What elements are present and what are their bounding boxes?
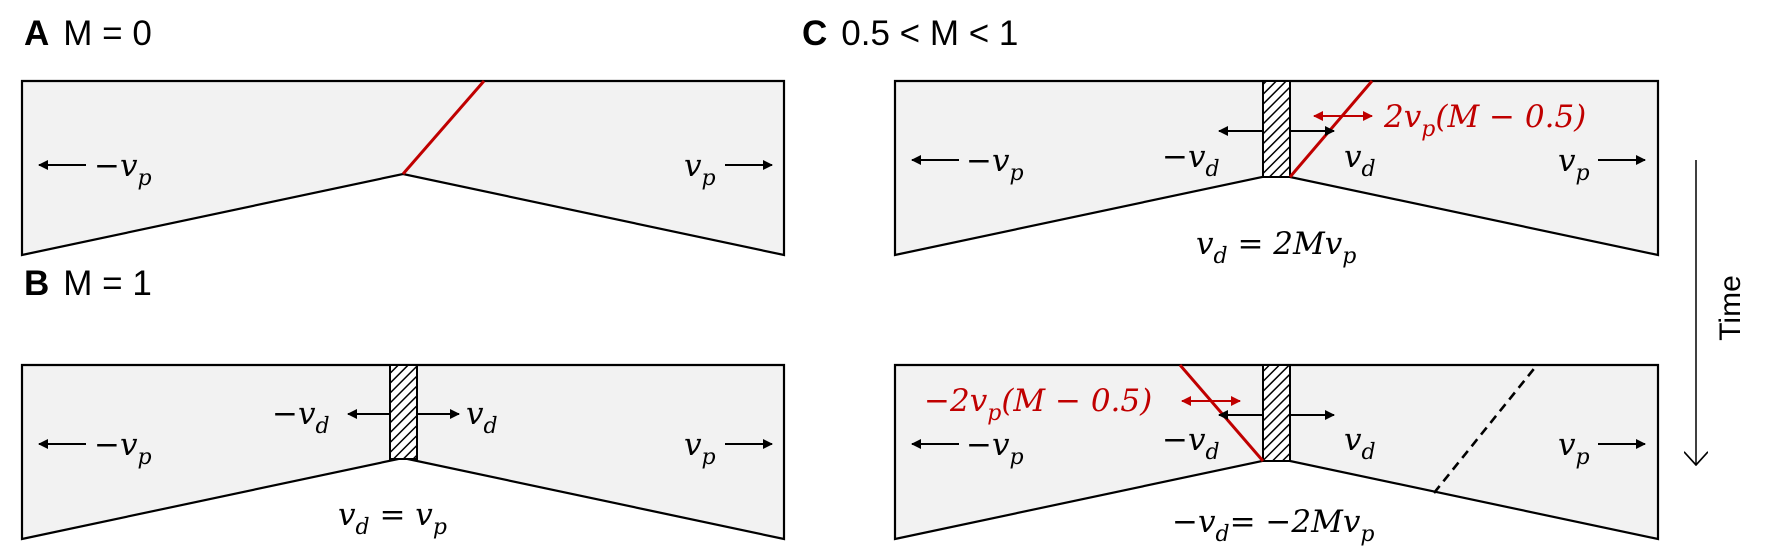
panel-c-bottom: −vp vp −vd vd −2vp(M − 0.5) −vd= −2Mvp xyxy=(893,363,1660,547)
panel-c-top-vp-label: vp xyxy=(1558,143,1590,186)
panel-c-bottom-vd-label: vd xyxy=(1344,422,1376,465)
panel-a: −vp vp xyxy=(20,79,786,257)
panel-c-title: C 0.5 < M < 1 xyxy=(802,14,1018,54)
panel-c-bottom-minus-vd-label: −vd xyxy=(1162,422,1220,465)
panel-c-top-vd-label: vd xyxy=(1344,139,1376,182)
panel-b-dike xyxy=(389,364,418,460)
time-label: Time xyxy=(1714,275,1747,341)
panel-b-minus-vp-label: −vp xyxy=(94,427,152,470)
panel-a-fault xyxy=(401,80,486,175)
panel-c-top-rate-label: 2vp(M − 0.5) xyxy=(1383,99,1586,142)
panel-b-title: B M = 1 xyxy=(24,264,152,304)
panel-a-title: A M = 0 xyxy=(24,14,152,54)
panel-c-top: −vp vp −vd vd 2vp(M − 0.5) vd = 2Mvp xyxy=(893,79,1660,269)
panel-c-top-dike xyxy=(1262,80,1291,178)
panel-a-minus-vp-label: −vp xyxy=(94,148,152,191)
panel-b-vd-label: vd xyxy=(466,396,498,439)
time-axis: Time xyxy=(1696,160,1747,465)
panel-b-equation: vd = vp xyxy=(338,497,447,540)
panel-a-plates xyxy=(20,79,786,257)
panel-c-letter: C xyxy=(802,14,828,53)
panel-c-bottom-equation: −vd= −2Mvp xyxy=(1172,504,1374,547)
panel-b-vp-label: vp xyxy=(684,427,716,470)
panel-c-bottom-minus-vp-label: −vp xyxy=(966,427,1024,470)
panel-b-minus-vd-label: −vd xyxy=(272,396,330,439)
panel-c-bottom-dike xyxy=(1262,364,1291,462)
panel-b-letter: B xyxy=(24,264,50,303)
panel-b: −vp vp −vd vd vd = vp xyxy=(20,363,786,541)
panel-b-condition: M = 1 xyxy=(63,264,152,303)
panel-a-condition: M = 0 xyxy=(63,14,152,53)
panel-c-condition: 0.5 < M < 1 xyxy=(841,14,1019,53)
panel-c-top-equation: vd = 2Mvp xyxy=(1196,226,1356,269)
panel-c-bottom-old-fault xyxy=(1432,364,1539,494)
panel-c-bottom-vp-label: vp xyxy=(1558,427,1590,470)
panel-a-letter: A xyxy=(24,14,50,53)
panel-a-vp-label: vp xyxy=(684,148,716,191)
panel-c-top-minus-vp-label: −vp xyxy=(966,143,1024,186)
panel-c-top-minus-vd-label: −vd xyxy=(1162,139,1220,182)
panel-c-bottom-rate-label: −2vp(M − 0.5) xyxy=(924,383,1152,426)
